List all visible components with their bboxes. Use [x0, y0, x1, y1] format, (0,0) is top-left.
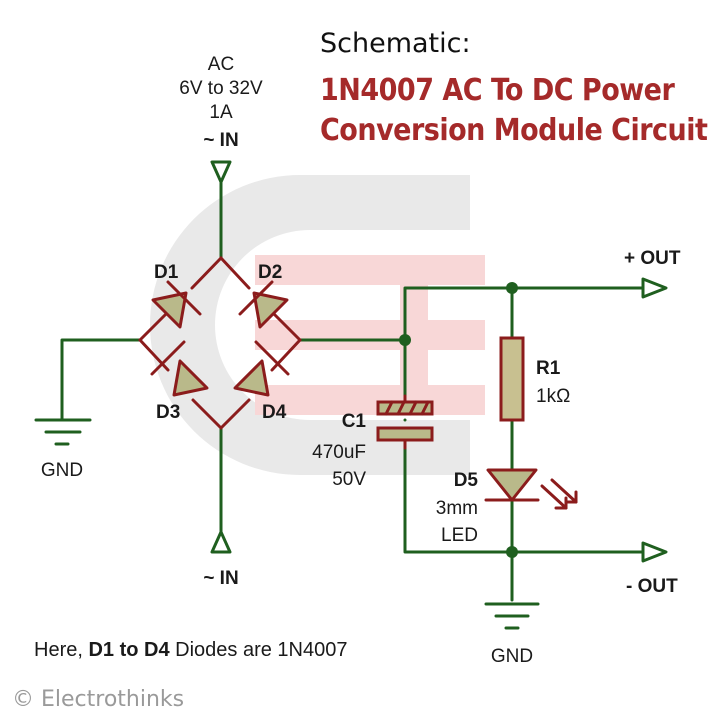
- junction-node: [399, 334, 411, 346]
- resistor-name: R1: [536, 358, 561, 379]
- diode-d1: [138, 256, 223, 342]
- diode-d4-label: D4: [262, 402, 287, 423]
- title-line-2: Conversion Module Circuit: [320, 113, 708, 148]
- input-top-label: ~ IN: [203, 130, 238, 151]
- capacitor-name: C1: [342, 411, 367, 432]
- input-spec: AC 6V to 32V 1A ~ IN ~ IN: [179, 54, 263, 589]
- diode-d2-label: D2: [258, 262, 282, 283]
- capacitor-value: 470uF: [312, 442, 366, 463]
- ground-icon: [484, 602, 540, 630]
- positive-output-label: + OUT: [624, 248, 681, 269]
- capacitor-voltage: 50V: [332, 469, 366, 490]
- led-type: LED: [441, 525, 478, 546]
- capacitor-c1: [376, 394, 434, 450]
- copyright-label: © Electrothinks: [12, 687, 184, 712]
- title-prefix: Schematic:: [320, 28, 471, 59]
- ground-right-label: GND: [491, 646, 533, 667]
- ground-left-label: GND: [41, 460, 83, 481]
- resistor-value: 1kΩ: [536, 386, 570, 407]
- diode-d3: [138, 338, 223, 430]
- led-d5: [484, 468, 540, 502]
- diode-d4: [219, 338, 302, 430]
- title-block: Schematic: 1N4007 AC To DC Power Convers…: [320, 28, 708, 148]
- bridge-wires: [60, 180, 407, 534]
- title-line-1: 1N4007 AC To DC Power: [320, 73, 675, 108]
- negative-output-label: - OUT: [626, 576, 678, 597]
- footer-note-suffix: Diodes are 1N4007: [170, 639, 348, 661]
- junction-node: [506, 282, 518, 294]
- diode-d3-label: D3: [156, 402, 180, 423]
- output-arrow-icon: [641, 541, 668, 563]
- diode-bridge: [138, 256, 302, 430]
- junction-node: [506, 546, 518, 558]
- input-type: AC: [208, 54, 234, 75]
- input-arrow-icon: [210, 530, 232, 554]
- input-current: 1A: [209, 102, 233, 123]
- light-emission-icon: [540, 478, 578, 510]
- input-arrow-icon: [210, 160, 232, 184]
- resistor-r1: [499, 336, 525, 422]
- footer-note-bold: D1 to D4: [88, 639, 170, 661]
- led-size: 3mm: [436, 498, 478, 519]
- output-arrow-icon: [641, 277, 668, 299]
- footer-note-prefix: Here,: [34, 639, 88, 661]
- ground-icon: [34, 418, 92, 446]
- input-bottom-label: ~ IN: [203, 568, 238, 589]
- led-name: D5: [454, 470, 479, 491]
- diode-d1-label: D1: [154, 262, 179, 283]
- watermark-logo: [150, 175, 485, 475]
- diode-d2: [219, 256, 302, 342]
- footer-note: Here, D1 to D4 Diodes are 1N4007: [34, 639, 347, 661]
- input-voltage: 6V to 32V: [179, 78, 263, 99]
